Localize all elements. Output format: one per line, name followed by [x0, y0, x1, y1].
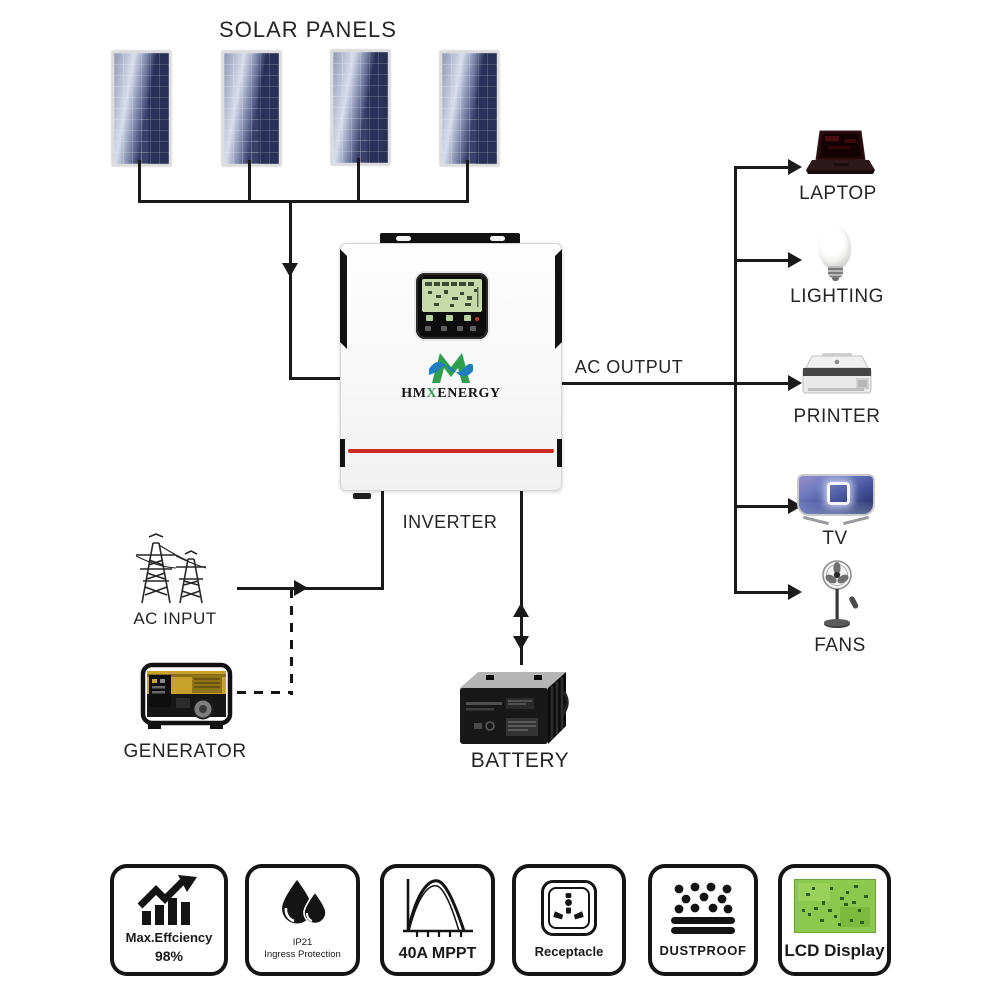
- connector-line: [138, 200, 469, 203]
- inverter-label: INVERTER: [402, 512, 498, 532]
- laptop-icon: [804, 130, 876, 183]
- connector-line: [357, 158, 360, 203]
- badge-lcd-display: LCD Display: [778, 864, 891, 976]
- badge-ip21: IP21 Ingress Protection: [245, 864, 360, 976]
- connector-line: [138, 160, 141, 203]
- badge-receptacle: Receptacle: [512, 864, 626, 976]
- badge-mppt: 40A MPPT: [380, 864, 495, 976]
- arrow-right-icon: [294, 580, 308, 596]
- mounting-bracket: [380, 233, 520, 244]
- inverter-unit: HMXENERGY: [340, 233, 562, 499]
- connector-line: [248, 160, 251, 203]
- tv-icon: [797, 474, 875, 526]
- solar-panel-icon: [112, 51, 171, 166]
- arrow-right-icon: [788, 584, 802, 600]
- lcd-display-icon: [793, 879, 876, 934]
- connector-line: [734, 382, 790, 385]
- badge-max-efficiency: Max.Effciency 98%: [110, 864, 228, 976]
- solar-panel-icon: [440, 51, 499, 166]
- battery-label: BATTERY: [470, 749, 570, 772]
- inverter-lcd-screen: [422, 279, 482, 312]
- arrow-up-icon: [513, 603, 529, 617]
- water-drops-icon: [281, 880, 327, 925]
- badge-label: Receptacle: [534, 943, 604, 959]
- light-bulb-icon: [819, 226, 851, 284]
- connector-line: [734, 259, 790, 262]
- dustproof-icon: [671, 882, 735, 934]
- tv-label: TV: [822, 528, 848, 549]
- dashed-line: [290, 589, 293, 695]
- solar-panel-icon: [222, 51, 281, 166]
- badge-value: 98%: [154, 948, 184, 965]
- printer-label: PRINTER: [793, 406, 881, 427]
- inverter-lcd-panel: [416, 273, 488, 339]
- badge-label: DUSTPROOF: [659, 943, 747, 959]
- badge-dustproof: DUSTPROOF: [648, 864, 758, 976]
- badge-label: IP21: [292, 936, 313, 948]
- brand-logo-icon: [428, 349, 474, 385]
- generator-icon: [140, 660, 235, 739]
- connector-line: [289, 200, 292, 379]
- efficiency-chart-icon: [138, 875, 197, 926]
- connector-line: [237, 587, 383, 590]
- connector-line: [734, 505, 790, 508]
- receptacle-icon: [541, 880, 597, 937]
- connector-line: [734, 166, 790, 169]
- ac-output-label: AC OUTPUT: [574, 357, 684, 377]
- generator-label: GENERATOR: [123, 741, 247, 762]
- badge-label: 40A MPPT: [398, 944, 477, 962]
- dashed-line: [237, 691, 293, 694]
- lighting-label: LIGHTING: [790, 286, 884, 307]
- battery-icon: [450, 662, 590, 755]
- red-accent-stripe: [348, 449, 554, 453]
- badge-label: Max.Effciency: [125, 929, 213, 945]
- solar-panel-icon: [331, 50, 390, 165]
- badge-sublabel: Ingress Protection: [264, 949, 341, 961]
- arrow-right-icon: [788, 375, 802, 391]
- inverter-body: HMXENERGY: [340, 243, 562, 499]
- arrow-right-icon: [788, 159, 802, 175]
- brand-name: HMXENERGY: [401, 386, 501, 401]
- fans-label: FANS: [814, 635, 866, 656]
- power-towers-icon: [130, 533, 218, 610]
- ac-input-label: AC INPUT: [133, 609, 217, 628]
- arrow-down-icon: [513, 636, 529, 650]
- solar-panels-title: SOLAR PANELS: [219, 17, 397, 42]
- connector-line: [520, 489, 523, 665]
- connector-line: [381, 489, 384, 590]
- printer-icon: [798, 352, 876, 405]
- connector-line: [289, 377, 342, 380]
- connector-line: [734, 166, 737, 594]
- mppt-curve-icon: [402, 879, 473, 938]
- connector-line: [734, 591, 790, 594]
- arrow-down-icon: [282, 263, 298, 277]
- laptop-label: LAPTOP: [799, 183, 877, 204]
- port-detail: [353, 493, 371, 499]
- fan-icon: [818, 560, 862, 637]
- connector-line: [558, 382, 737, 385]
- arrow-right-icon: [788, 252, 802, 268]
- connector-line: [466, 160, 469, 203]
- badge-label: LCD Display: [784, 940, 885, 960]
